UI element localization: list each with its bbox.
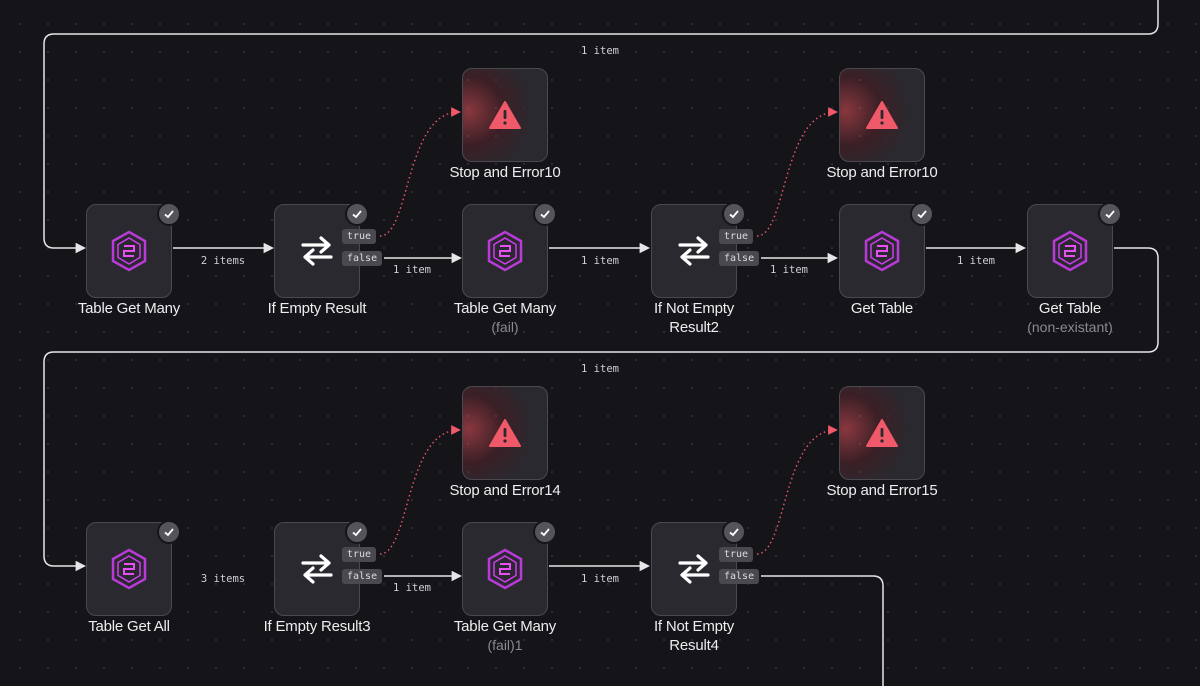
node-table-get-many[interactable] bbox=[86, 202, 181, 298]
swap-arrows-icon bbox=[678, 554, 710, 584]
edge-label-mid-loop: 1 item bbox=[581, 363, 619, 375]
edge-top-loop[interactable] bbox=[43, 0, 1159, 254]
success-check-icon bbox=[1098, 202, 1122, 226]
edge-true-4[interactable] bbox=[756, 425, 838, 555]
node-label: If Not Empty bbox=[653, 300, 735, 317]
node-table-get-many-fail1[interactable] bbox=[462, 520, 557, 616]
node-label: Table Get Many bbox=[453, 618, 557, 635]
edge-label-a1: 2 items bbox=[200, 255, 246, 267]
branch-true-label[interactable]: true bbox=[342, 229, 377, 244]
node-label: Table Get Many bbox=[77, 300, 181, 317]
edge-true-1[interactable] bbox=[379, 107, 461, 237]
node-stop-and-error14[interactable] bbox=[462, 386, 548, 480]
node-label: If Empty Result3 bbox=[263, 618, 371, 635]
branch-false-label[interactable]: false bbox=[342, 569, 383, 584]
branch-true-label[interactable]: true bbox=[342, 547, 377, 562]
node-table-get-all[interactable] bbox=[86, 520, 181, 616]
node-stop-and-error10[interactable] bbox=[462, 68, 548, 162]
warning-triangle-icon bbox=[866, 419, 898, 447]
edge-mid-loop[interactable] bbox=[43, 247, 1159, 572]
supabase-table-icon bbox=[487, 230, 523, 272]
success-check-icon bbox=[722, 520, 746, 544]
supabase-table-icon bbox=[864, 230, 900, 272]
node-get-table-non-existant[interactable] bbox=[1027, 202, 1122, 298]
node-label-line2: Result2 bbox=[669, 319, 719, 336]
success-check-icon bbox=[157, 202, 181, 226]
edge-true-2[interactable] bbox=[756, 107, 838, 237]
node-label: Get Table bbox=[1038, 300, 1102, 317]
warning-triangle-icon bbox=[866, 101, 898, 129]
node-table-get-many-fail[interactable] bbox=[462, 202, 557, 298]
branch-false-label[interactable]: false bbox=[342, 251, 383, 266]
node-label: Get Table bbox=[850, 300, 914, 317]
swap-arrows-icon bbox=[301, 236, 333, 266]
edge-true-3[interactable] bbox=[379, 425, 461, 555]
edge-label-b2: 1 item bbox=[393, 582, 431, 594]
success-check-icon bbox=[533, 202, 557, 226]
node-label: Table Get Many bbox=[453, 300, 557, 317]
edge-label-top-loop: 1 item bbox=[581, 45, 619, 57]
edge-b4[interactable] bbox=[761, 575, 884, 686]
branch-false-label[interactable]: false bbox=[719, 569, 760, 584]
node-sublabel: (fail) bbox=[491, 319, 519, 335]
node-label: Table Get All bbox=[88, 618, 170, 635]
success-check-icon bbox=[533, 520, 557, 544]
branch-false-label[interactable]: false bbox=[719, 251, 760, 266]
edge-label-a2: 1 item bbox=[393, 264, 431, 276]
swap-arrows-icon bbox=[301, 554, 333, 584]
node-stop-and-error10-b[interactable] bbox=[839, 68, 925, 162]
supabase-table-icon bbox=[111, 230, 147, 272]
node-label: Stop and Error10 bbox=[826, 164, 938, 181]
success-check-icon bbox=[345, 202, 369, 226]
supabase-table-icon bbox=[1052, 230, 1088, 272]
node-sublabel: (fail)1 bbox=[487, 637, 523, 653]
edge-label-a4: 1 item bbox=[770, 264, 808, 276]
node-label: Stop and Error14 bbox=[449, 482, 561, 499]
node-label: Stop and Error10 bbox=[449, 164, 561, 181]
supabase-table-icon bbox=[487, 548, 523, 590]
edge-label-a3: 1 item bbox=[581, 255, 619, 267]
warning-triangle-icon bbox=[489, 101, 521, 129]
edge-label-a5: 1 item bbox=[957, 255, 995, 267]
success-check-icon bbox=[910, 202, 934, 226]
node-sublabel: (non-existant) bbox=[1027, 319, 1113, 335]
node-label: Stop and Error15 bbox=[826, 482, 938, 499]
success-check-icon bbox=[722, 202, 746, 226]
node-label: If Empty Result bbox=[267, 300, 367, 317]
warning-triangle-icon bbox=[489, 419, 521, 447]
supabase-table-icon bbox=[111, 548, 147, 590]
node-label-line2: Result4 bbox=[669, 637, 719, 654]
swap-arrows-icon bbox=[678, 236, 710, 266]
success-check-icon bbox=[157, 520, 181, 544]
node-if-empty-result[interactable] bbox=[274, 202, 369, 298]
edge-label-b3: 1 item bbox=[581, 573, 619, 585]
node-get-table[interactable] bbox=[839, 202, 934, 298]
branch-true-label[interactable]: true bbox=[719, 229, 754, 244]
node-stop-and-error15[interactable] bbox=[839, 386, 925, 480]
branch-true-label[interactable]: true bbox=[719, 547, 754, 562]
node-label: If Not Empty bbox=[653, 618, 735, 635]
success-check-icon bbox=[345, 520, 369, 544]
edge-label-b1: 3 items bbox=[200, 573, 246, 585]
